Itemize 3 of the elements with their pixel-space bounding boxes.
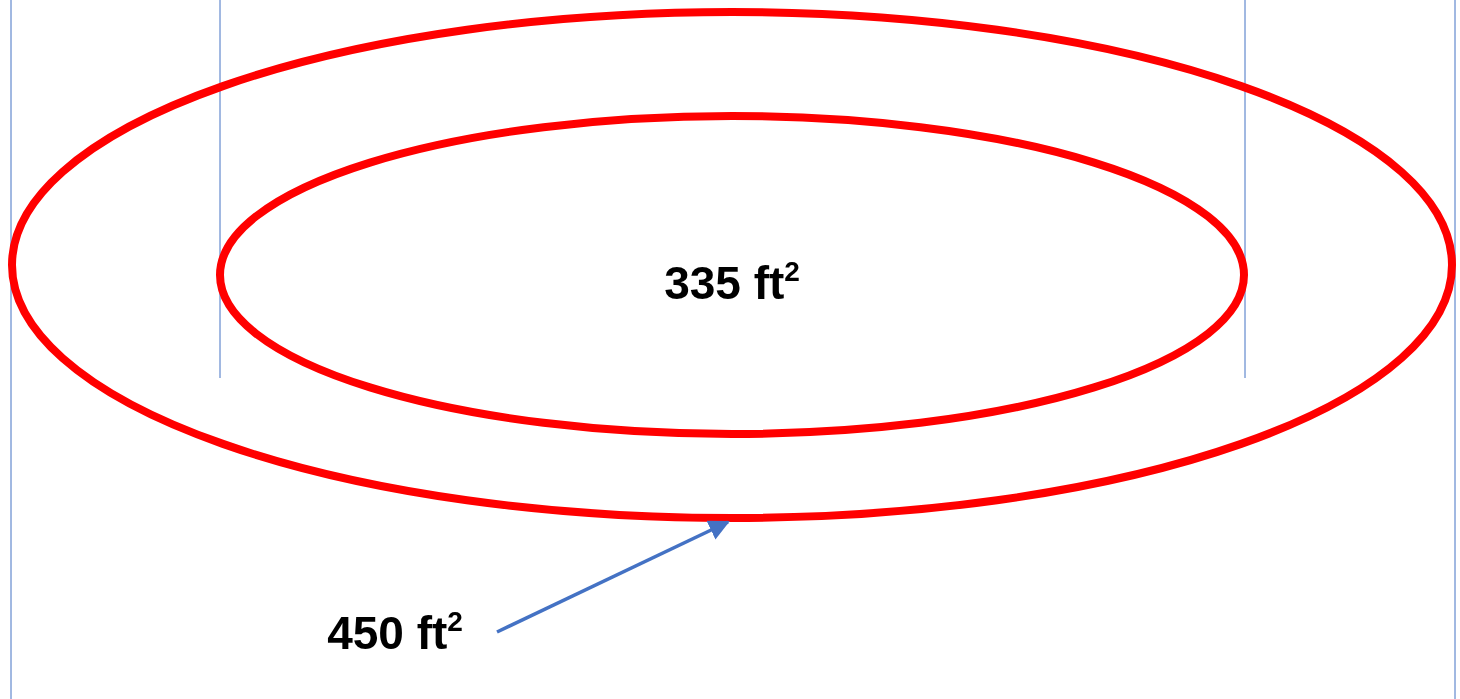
area-label: 335 ft$^{2}$	[664, 260, 800, 306]
area-label: 450 ft$^{2}$	[327, 610, 463, 656]
leader-arrow	[496, 520, 730, 634]
